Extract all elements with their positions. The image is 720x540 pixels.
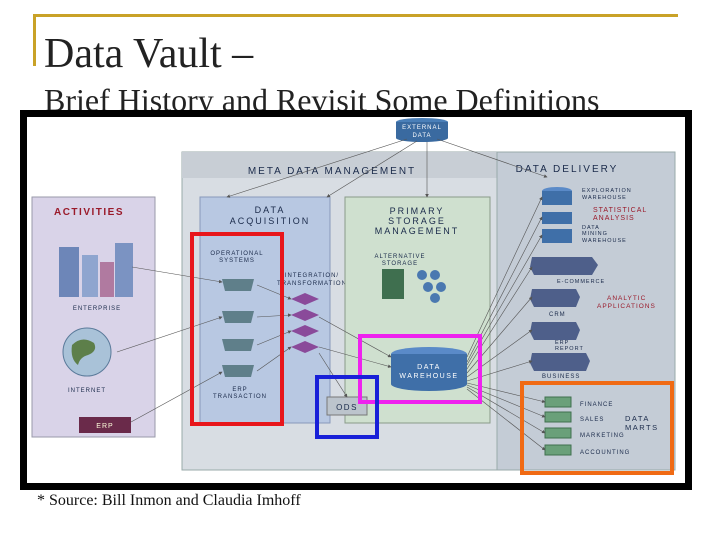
ecommerce-label: E-COMMERCE (557, 279, 605, 285)
data-warehouse-label-2: WAREHOUSE (399, 373, 458, 380)
erp-report-label-2: REPORT (555, 346, 584, 352)
operational-highlight-box (190, 232, 284, 426)
analytic-label-1: ANALYTIC (607, 295, 646, 302)
operational-system-1 (222, 279, 254, 291)
data-mining-label-2: MINING (582, 231, 608, 237)
marketing-label: MARKETING (580, 433, 625, 439)
data-mining-label-1: DATA (582, 225, 600, 231)
storage-disk-5 (430, 293, 440, 303)
data-acquisition-title-1: DATA (255, 205, 286, 215)
transform-step-4 (291, 341, 319, 353)
activities-title: ACTIVITIES (54, 207, 124, 218)
title-accent-vertical (33, 14, 36, 66)
ods-highlight-box (315, 375, 379, 439)
business-label: BUSINESS (542, 374, 580, 380)
internet-label: INTERNET (68, 388, 106, 394)
enterprise-building-1 (59, 247, 79, 297)
enterprise-label: ENTERPRISE (73, 306, 121, 312)
data-marts-highlight-box (520, 381, 674, 475)
meta-data-label: META DATA MANAGEMENT (248, 166, 416, 177)
primary-storage-title-2: STORAGE (388, 216, 446, 226)
exploration-warehouse-icon (542, 191, 572, 205)
enterprise-building-2 (82, 255, 98, 297)
data-acquisition-panel (199, 196, 331, 424)
operational-system-3 (222, 339, 254, 351)
data-warehouse-label-1: DATA (417, 364, 441, 371)
integration-label-1: INTEGRATION/ (285, 273, 339, 279)
statistical-label-1: STATISTICAL (593, 207, 647, 214)
exploration-label-2: WAREHOUSE (582, 195, 627, 201)
storage-disk-3 (423, 282, 433, 292)
erp-activity-box (79, 417, 131, 433)
sales-mart-icon (544, 411, 572, 423)
crm-label: CRM (549, 312, 566, 318)
erp-transaction-label-2: TRANSACTION (213, 394, 267, 400)
operational-system-2 (222, 311, 254, 323)
finance-label: FINANCE (580, 402, 613, 408)
alternative-storage-stack (382, 269, 404, 299)
accounting-label: ACCOUNTING (580, 450, 630, 456)
meta-data-header (182, 152, 497, 178)
transform-step-1 (291, 293, 319, 305)
marketing-mart-icon (544, 427, 572, 439)
integration-label-2: TRANSFORMATION (277, 281, 347, 287)
primary-storage-title-3: MANAGEMENT (375, 226, 460, 236)
statistical-label-2: ANALYSIS (593, 215, 635, 222)
crm-shape (530, 289, 580, 307)
storage-disk-4 (436, 282, 446, 292)
storage-disk-1 (417, 270, 427, 280)
sales-label: SALES (580, 417, 604, 423)
business-shape (530, 353, 590, 371)
data-warehouse-bottom (391, 377, 467, 391)
analytic-label-2: APPLICATIONS (597, 303, 656, 310)
data-delivery-label: DATA DELIVERY (516, 164, 619, 175)
slide-title: Data Vault – (44, 31, 254, 77)
accounting-mart-icon (544, 444, 572, 456)
title-accent-horizontal (33, 14, 678, 17)
diagram-svg: META DATA MANAGEMENT DATA DELIVERY EXTER… (31, 118, 676, 475)
external-data-label-1: EXTERNAL (402, 125, 442, 131)
erp-activity-label: ERP (96, 423, 113, 430)
statistical-icon (542, 212, 572, 224)
enterprise-building-4 (115, 243, 133, 297)
transform-step-2 (291, 309, 319, 321)
flow-lines (116, 138, 548, 451)
warehouse-highlight-box (358, 334, 482, 404)
exploration-label-1: EXPLORATION (582, 188, 632, 194)
data-mining-label-3: WAREHOUSE (582, 238, 627, 244)
data-delivery-panel (496, 151, 676, 471)
data-mining-icon (542, 229, 572, 243)
operational-systems-label-1: OPERATIONAL (210, 251, 263, 257)
ods-label: ODS (336, 403, 358, 412)
erp-report-shape (530, 322, 580, 340)
erp-transaction-label-1: ERP (232, 387, 247, 393)
alternative-storage-label-2: STORAGE (382, 261, 418, 267)
external-data-label-2: DATA (412, 133, 431, 139)
finance-mart-icon (544, 396, 572, 408)
data-acquisition-title-2: ACQUISITION (230, 216, 311, 226)
operational-systems-label-2: SYSTEMS (219, 258, 255, 264)
ecommerce-shape (530, 257, 598, 275)
external-data-icon (396, 122, 448, 138)
alternative-storage-label-1: ALTERNATIVE (374, 254, 425, 260)
globe-land (71, 339, 96, 365)
architecture-diagram: META DATA MANAGEMENT DATA DELIVERY EXTER… (27, 117, 685, 483)
data-marts-label-2: MARTS (625, 423, 659, 432)
storage-disk-2 (430, 270, 440, 280)
external-data-bottom (396, 134, 448, 142)
data-marts-label-1: DATA (625, 414, 650, 423)
transform-step-3 (291, 325, 319, 337)
erp-report-label-1: ERP (555, 340, 569, 346)
operational-system-4 (222, 365, 254, 377)
source-citation: * Source: Bill Inmon and Claudia Imhoff (37, 492, 301, 509)
primary-storage-title-1: PRIMARY (390, 206, 445, 216)
activities-panel (31, 196, 156, 438)
enterprise-building-3 (100, 262, 114, 297)
